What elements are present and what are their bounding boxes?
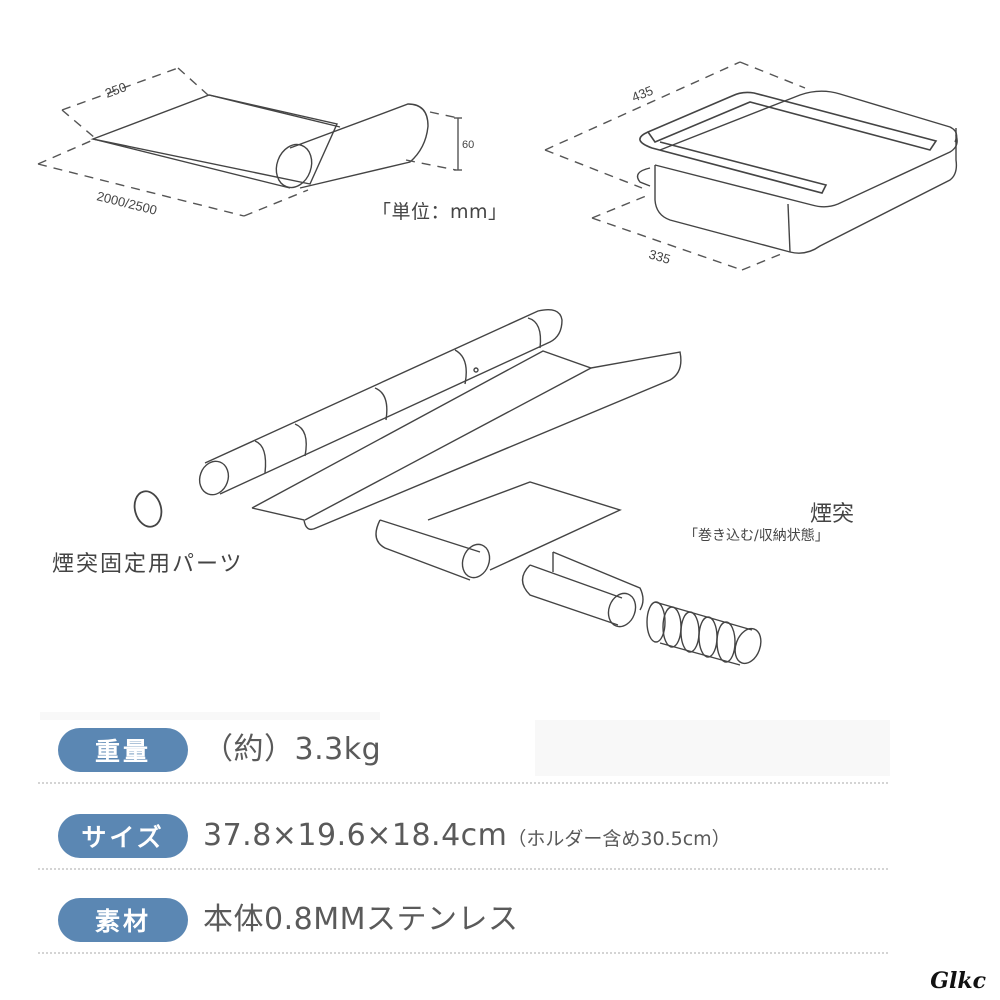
spec-row-material: 素材 本体0.8MMステンレス xyxy=(38,890,888,960)
spec-value-text: 本体0.8MMステンレス xyxy=(203,902,519,937)
fixing-ring-drawing xyxy=(133,490,163,528)
spec-label-pill: 重量 xyxy=(58,728,188,772)
spec-label-pill: 素材 xyxy=(58,898,188,942)
brand-watermark: Glkc xyxy=(930,968,986,994)
chimney-title: 煙突 xyxy=(810,502,855,527)
background-artifact xyxy=(535,720,890,776)
sheet-roll-drawing xyxy=(90,94,429,189)
dim-width: 250 xyxy=(103,79,129,101)
product-line-drawings: 250 2000/2500 60 435 335 xyxy=(37,61,958,666)
spec-label-pill: サイズ xyxy=(58,814,188,858)
chimney-pipe-drawing xyxy=(198,308,563,496)
parts-label: 煙突固定用パーツ xyxy=(52,552,244,577)
spec-value-text: （約）3.3kg xyxy=(203,732,382,767)
divider xyxy=(38,782,888,784)
spec-row-size: サイズ 37.8×19.6×18.4cm（ホルダー含め30.5cm） xyxy=(38,806,888,876)
spec-value-note: （ホルダー含め30.5cm） xyxy=(507,828,731,850)
chimney-coiled-drawing xyxy=(646,601,762,666)
divider xyxy=(38,952,888,954)
unit-label: 「単位：mm」 xyxy=(372,201,508,223)
dim-height: 60 xyxy=(462,139,474,151)
chimney-sheet-drawing xyxy=(251,350,682,531)
spec-value: （約）3.3kg xyxy=(203,728,381,772)
chimney-subtitle: 「巻き込む/収納状態」 xyxy=(684,528,829,544)
chimney-half-roll-drawing xyxy=(521,551,644,628)
spec-row-weight: 重量 （約）3.3kg xyxy=(38,720,888,790)
spec-value: 本体0.8MMステンレス xyxy=(203,898,518,942)
background-artifact xyxy=(40,712,380,720)
spec-value-text: 37.8×19.6×18.4cm xyxy=(203,818,508,853)
chimney-partial-roll-drawing xyxy=(375,481,622,581)
dim-box-width: 335 xyxy=(647,246,672,266)
spec-value: 37.8×19.6×18.4cm（ホルダー含め30.5cm） xyxy=(203,814,731,858)
divider xyxy=(38,868,888,870)
dim-length: 2000/2500 xyxy=(95,188,158,217)
stove-box-drawing xyxy=(636,90,958,254)
